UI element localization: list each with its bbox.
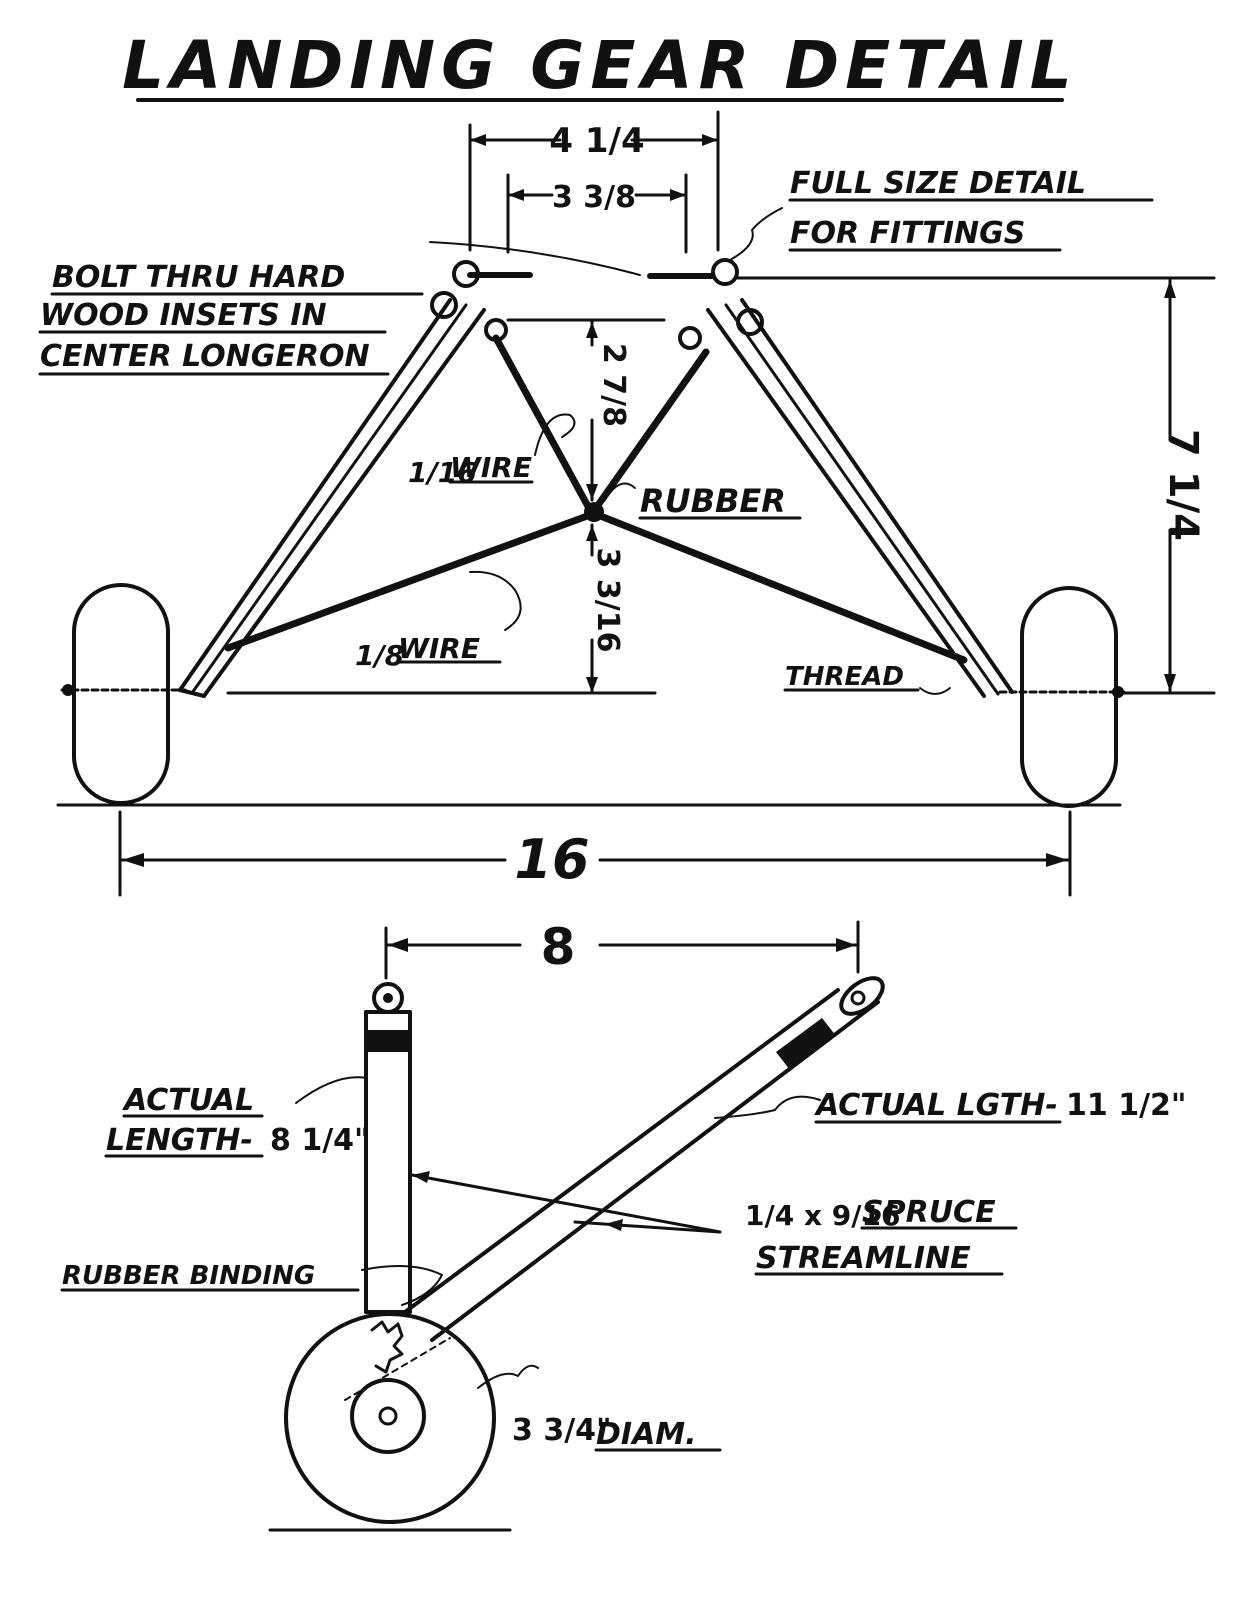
fittings-note-line2: FOR FITTINGS <box>790 216 1025 251</box>
lower-wire-left <box>224 511 594 652</box>
actual-length-line2: LENGTH- <box>106 1123 253 1158</box>
front-view: 4 1/4 3 3/8 2 7/8 3 3/16 <box>38 110 1216 897</box>
fittings-leader <box>729 207 783 261</box>
bolt-note-line1: BOLT THRU HARD <box>52 260 345 295</box>
dim-spread-label: 8 <box>541 918 576 976</box>
rubber-joint <box>584 502 604 522</box>
spruce-leader-1 <box>410 1173 722 1234</box>
fittings-note-line1: FULL SIZE DETAIL <box>790 166 1086 201</box>
dim-spread <box>384 920 860 980</box>
rubber-binding-label: RUBBER BINDING <box>62 1261 315 1291</box>
right-fitting <box>647 258 764 350</box>
thread-leader <box>919 687 951 695</box>
dim-total-height-label: 7 1/4 <box>1160 429 1206 541</box>
dim-track <box>118 810 1072 897</box>
upper-wire-label: WIRE <box>450 451 532 484</box>
angled-strut <box>403 976 885 1342</box>
diam-value: 3 3/4" <box>512 1413 612 1448</box>
spruce-leader-2 <box>573 1220 722 1234</box>
upper-wire-leader <box>534 413 576 456</box>
actual-lgth-label: ACTUAL LGTH- <box>814 1088 1058 1123</box>
right-wheel <box>1020 586 1118 808</box>
actual-lgth-value: 11 1/2" <box>1066 1088 1187 1123</box>
bolt-leader <box>429 241 641 276</box>
dim-upper-height <box>586 320 598 502</box>
lower-wire-label: WIRE <box>398 632 480 665</box>
rubber-binding-leader <box>361 1265 443 1306</box>
left-axle-nut <box>62 684 74 696</box>
diam-label: DIAM. <box>596 1417 697 1452</box>
dim-upper-height-label: 2 7/8 <box>596 343 631 427</box>
bolt-note-line3: CENTER LONGERON <box>40 339 370 374</box>
lower-wire-size: 1/8 <box>355 639 404 672</box>
dim-total-height <box>736 276 1216 695</box>
bolt-note-line2: WOOD INSETS IN <box>40 298 327 333</box>
side-view: 8 <box>60 918 1187 1532</box>
streamline-label: STREAMLINE <box>756 1241 971 1276</box>
lower-wire-right <box>594 511 968 664</box>
lower-wire-leader <box>469 570 522 631</box>
vertical-strut <box>364 982 412 1314</box>
dim-track-label: 16 <box>514 828 589 891</box>
left-wheel <box>72 583 170 805</box>
page-title: LANDING GEAR DETAIL <box>122 27 1078 104</box>
actual-lgth-leader <box>714 1095 821 1119</box>
thread-label: THREAD <box>785 662 904 692</box>
right-strut <box>706 298 1014 698</box>
rubber-label: RUBBER <box>640 482 786 520</box>
upper-wire-right <box>592 348 710 512</box>
upper-wire-left <box>492 334 594 514</box>
dim-outer-width <box>468 110 720 252</box>
diam-leader <box>477 1364 539 1389</box>
spruce-label: SPRUCE <box>862 1195 996 1230</box>
left-fitting <box>430 260 533 342</box>
side-wheel <box>284 1312 496 1524</box>
dim-inner-width <box>506 173 688 254</box>
actual-length-line1: ACTUAL <box>122 1083 254 1118</box>
dim-lower-height <box>586 523 598 695</box>
actual-length-leader <box>295 1076 367 1104</box>
dim-outer-width-label: 4 1/4 <box>549 121 644 161</box>
dim-inner-width-label: 3 3/8 <box>552 180 636 215</box>
right-axle-nut <box>1112 686 1124 698</box>
left-strut <box>178 298 486 698</box>
dim-lower-height-label: 3 3/16 <box>590 548 625 653</box>
rubber-leader <box>604 482 636 501</box>
actual-length-value: 8 1/4" <box>270 1123 370 1158</box>
